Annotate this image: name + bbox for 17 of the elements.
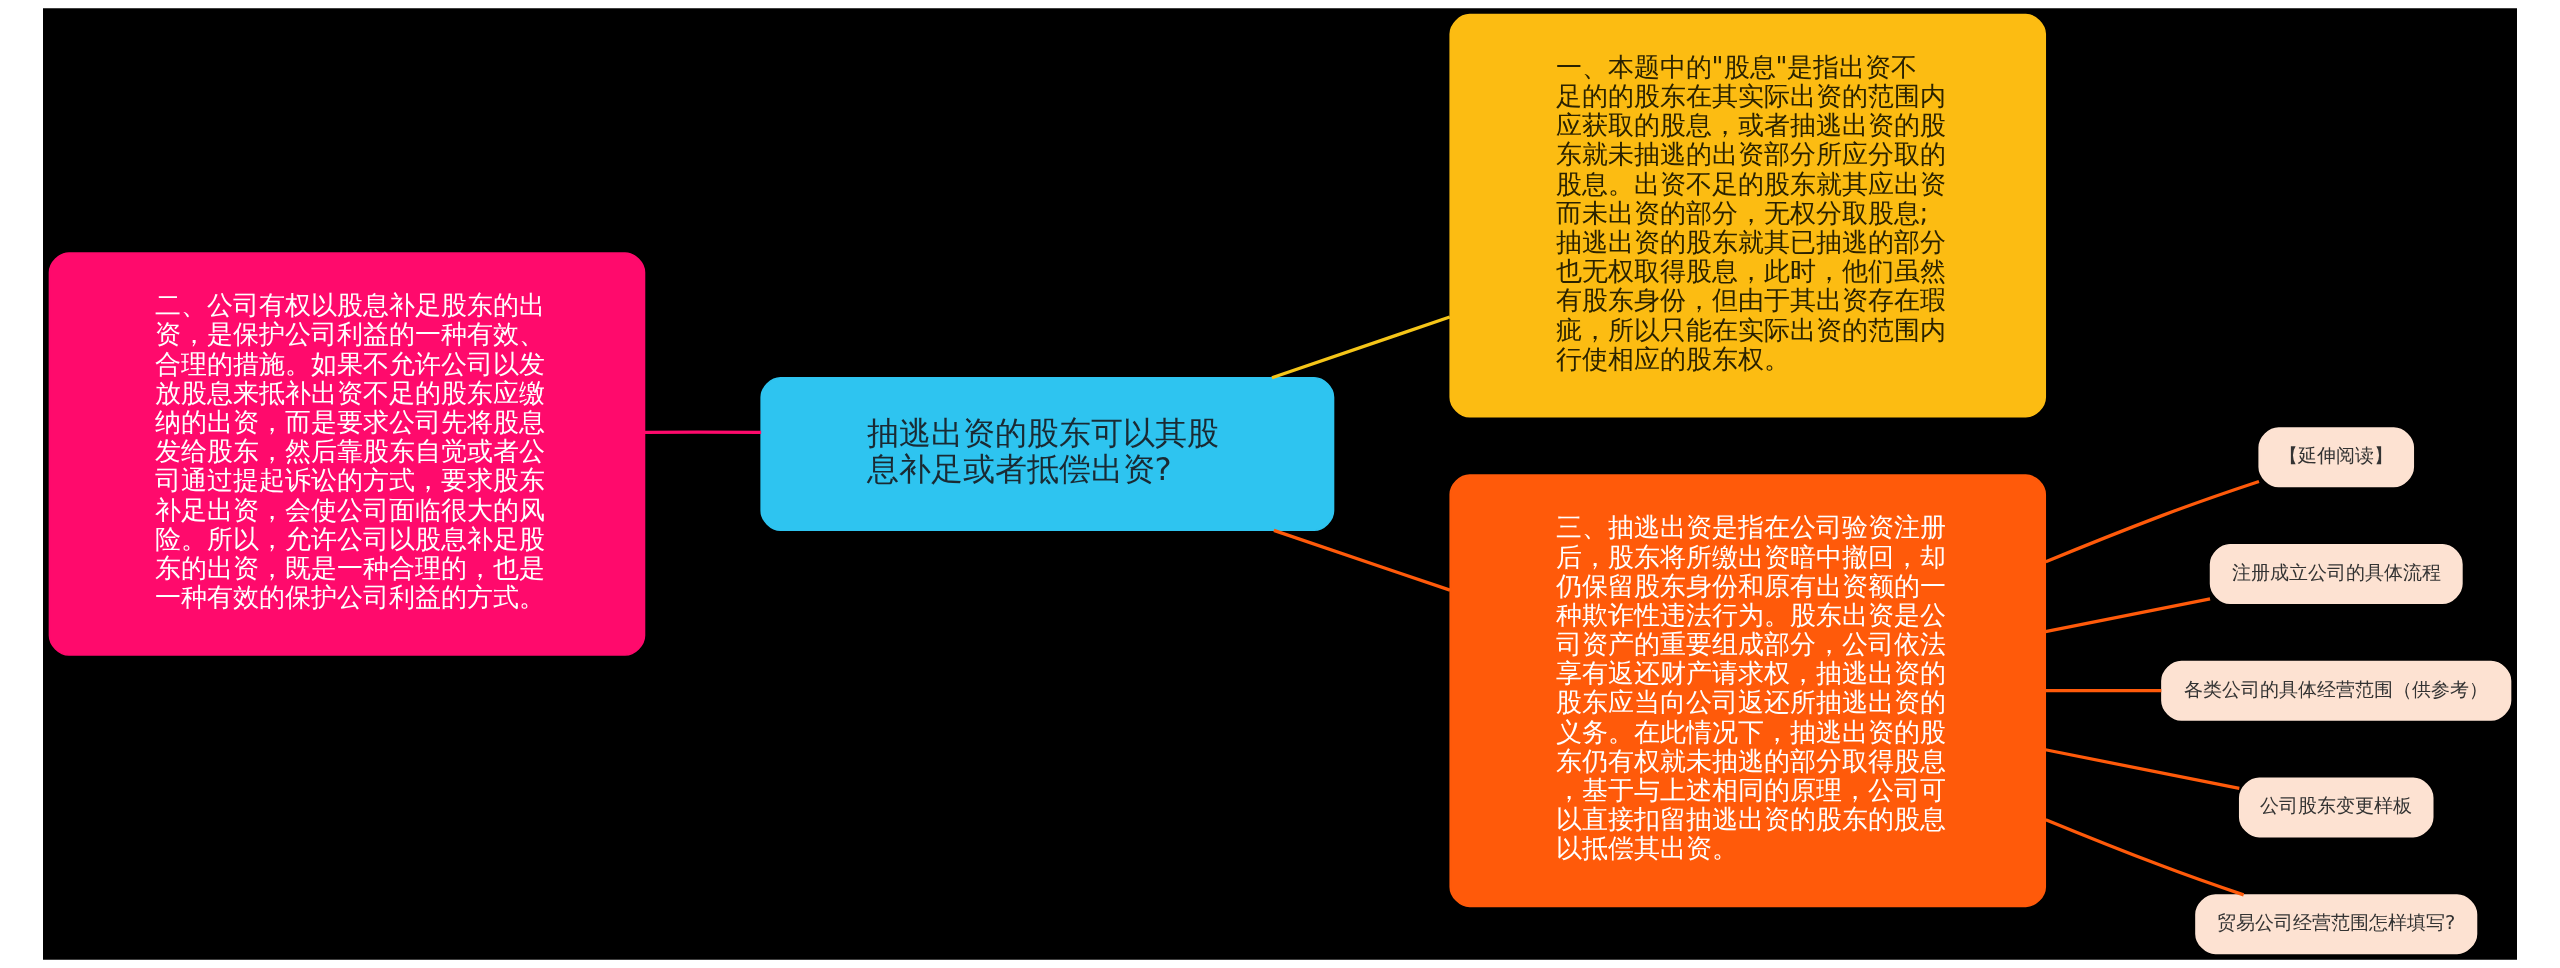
node-box: 一、本题中的"股息"是指出资不足的的股东在其实际出资的范围内应获取的股息，或者抽逃出资的股东就未抽逃的出资部分所应分取的股息。出资不足的股东就其应出资而未出资的部分，无权分取股息;抽逃出资的股东就其已抽逃的部分也无权取得股息，此时，他们虽然有股东身份，但由于其出资存在瑕疵，所以只能在实际出资的范围内行使相应的股东权。: [1449, 13, 2047, 418]
connector: [1273, 528, 1451, 592]
connector: [2045, 689, 2162, 693]
connector: [2045, 597, 2211, 634]
node-box: 公司股东变更样板: [2238, 777, 2434, 838]
node-box: 贸易公司经营范围怎样填写?: [2195, 894, 2478, 955]
node-box: 注册成立公司的具体流程: [2209, 544, 2463, 604]
node-box: 三、抽逃出资是指在公司验资注册后，股东将所缴出资暗中撤回，却仍保留股东身份和原有出资额的一种欺诈性违法行为。股东出资是公司资产的重要组成部分，公司依法享有返还财产请求权，抽逃出资的股东应当向公司返还所抽逃出资的义务。在此情况下，抽逃出资的股东仍有权就未抽逃的部分取得股息，基于与上述相同的原理，公司可以直接扣留抽逃出资的股东的股息以抵偿其出资。: [1449, 474, 2047, 908]
connector: [2045, 479, 2260, 564]
node-box: 各类公司的具体经营范围（供参考）: [2161, 660, 2512, 721]
connector: [644, 430, 762, 435]
connector: [2045, 748, 2240, 790]
connector: [2045, 818, 2245, 897]
node-box: 二、公司有权以股息补足股东的出资，是保护公司利益的一种有效、合理的措施。如果不允许公司以发放股息来抵补出资不足的股东应缴纳的出资，而是要求公司先将股息发给股东，然后靠股东自觉或者公司通过提起诉讼的方式，要求股东补足出资，会使公司面临很大的风险。所以，允许公司以股息补足股东的出资，既是一种合理的，也是一种有效的保护公司利益的方式。: [48, 252, 646, 656]
node-box: 抽逃出资的股东可以其股息补足或者抵偿出资?: [760, 377, 1335, 531]
node-box: 【延伸阅读】: [2258, 427, 2415, 488]
connector: [1271, 315, 1451, 380]
